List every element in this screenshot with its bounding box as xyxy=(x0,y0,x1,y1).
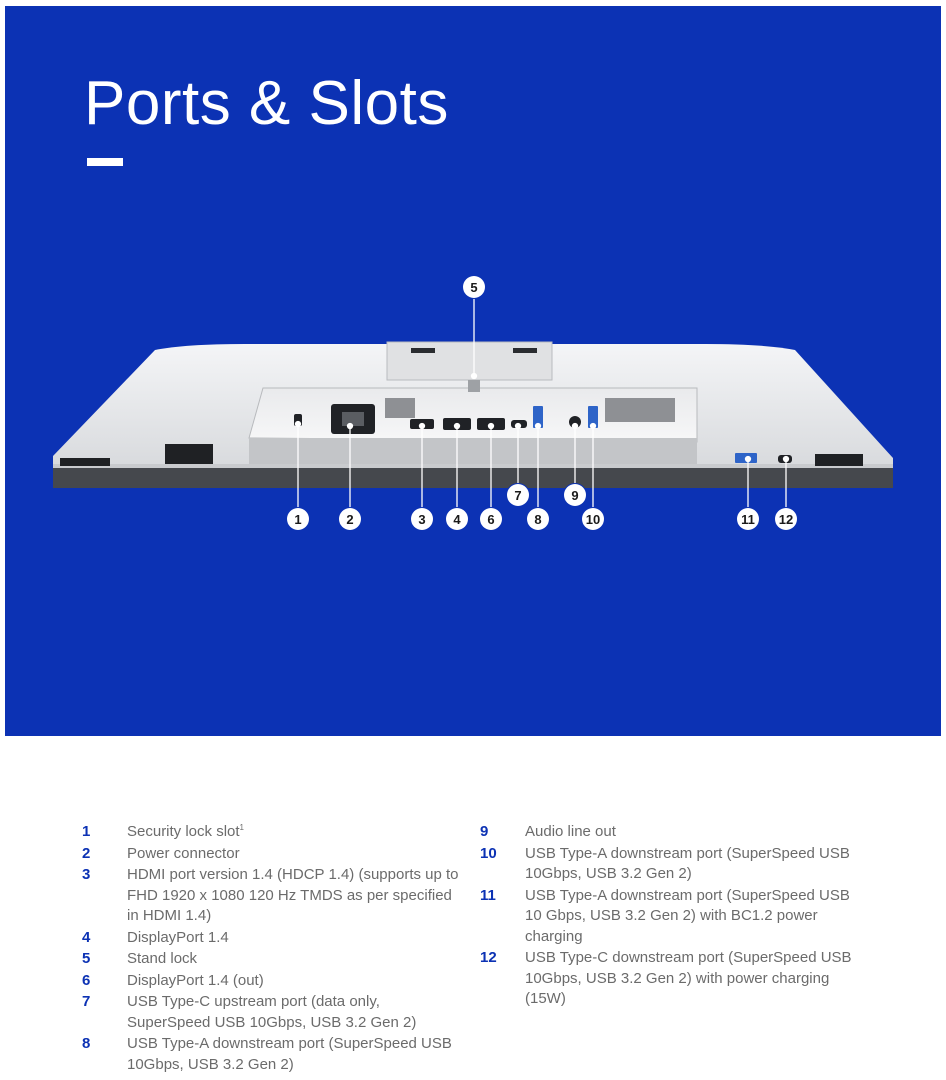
hero-banner: Ports & Slots xyxy=(5,6,941,736)
legend-description: USB Type-A downstream port (SuperSpeed U… xyxy=(525,844,850,883)
legend-description: Power connector xyxy=(127,844,240,862)
legend-number: 1 xyxy=(82,823,91,840)
legend-item-5: 5 Stand lock xyxy=(82,949,467,970)
legend-item-6: 6 DisplayPort 1.4 (out) xyxy=(82,971,467,992)
legend-item-1: 1 Security lock slot1 xyxy=(82,822,467,843)
legend-number: 2 xyxy=(82,844,91,862)
legend-item-9: 9 Audio line out xyxy=(480,822,870,843)
monitor-illustration xyxy=(53,298,893,509)
legend-number: 4 xyxy=(82,928,91,946)
legend-description: Stand lock xyxy=(127,950,198,967)
legend-description: Security lock slot1 xyxy=(127,823,244,840)
legend-number: 5 xyxy=(82,950,91,967)
legend-description: DisplayPort 1.4 xyxy=(127,928,229,946)
legend-number: 3 xyxy=(82,866,91,883)
legend-item-3: 3 HDMI port version 1.4 (HDCP 1.4) (supp… xyxy=(82,865,467,927)
legend-number: 12 xyxy=(480,949,497,966)
legend-item-11: 11 USB Type-A downstream port (SuperSpee… xyxy=(480,886,870,948)
legend-column-left: 1 Security lock slot1 2 Power connector … xyxy=(82,822,467,1076)
legend-number: 6 xyxy=(82,971,91,989)
legend-item-12: 12 USB Type-C downstream port (SuperSpee… xyxy=(480,948,870,1010)
legend-description: HDMI port version 1.4 (HDCP 1.4) (suppor… xyxy=(127,866,459,924)
legend-item-2: 2 Power connector xyxy=(82,844,467,865)
legend-number: 7 xyxy=(82,993,91,1010)
callout-11: 11 xyxy=(737,508,759,530)
legend-description: USB Type-C upstream port (data only, Sup… xyxy=(127,993,417,1031)
callout-5: 5 xyxy=(463,276,485,298)
callout-2: 2 xyxy=(339,508,361,530)
legend-number: 11 xyxy=(480,886,496,904)
callout-12: 12 xyxy=(775,508,797,530)
legend-description: USB Type-A downstream port (SuperSpeed U… xyxy=(127,1035,452,1073)
callout-7: 7 xyxy=(507,484,529,506)
legend-item-4: 4 DisplayPort 1.4 xyxy=(82,928,467,949)
callout-6: 6 xyxy=(480,508,502,530)
legend-number: 8 xyxy=(82,1035,91,1052)
callout-1: 1 xyxy=(287,508,309,530)
title-underline xyxy=(87,158,123,166)
callout-8: 8 xyxy=(527,508,549,530)
legend-description: USB Type-A downstream port (SuperSpeed U… xyxy=(525,886,850,945)
legend-description: Audio line out xyxy=(525,823,616,840)
legend-column-right: 9 Audio line out 10 USB Type-A downstrea… xyxy=(480,822,870,1011)
legend-item-10: 10 USB Type-A downstream port (SuperSpee… xyxy=(480,844,870,885)
footnote-marker: 1 xyxy=(239,823,244,832)
legend-item-7: 7 USB Type-C upstream port (data only, S… xyxy=(82,992,467,1033)
callout-4: 4 xyxy=(446,508,468,530)
callout-10: 10 xyxy=(582,508,604,530)
legend-item-8: 8 USB Type-A downstream port (SuperSpeed… xyxy=(82,1034,467,1075)
legend-number: 9 xyxy=(480,823,489,840)
page-title: Ports & Slots xyxy=(84,69,449,138)
legend-description: DisplayPort 1.4 (out) xyxy=(127,971,264,989)
callout-9: 9 xyxy=(564,484,586,506)
legend-description: USB Type-C downstream port (SuperSpeed U… xyxy=(525,949,852,1007)
legend-number: 10 xyxy=(480,844,497,862)
callout-3: 3 xyxy=(411,508,433,530)
